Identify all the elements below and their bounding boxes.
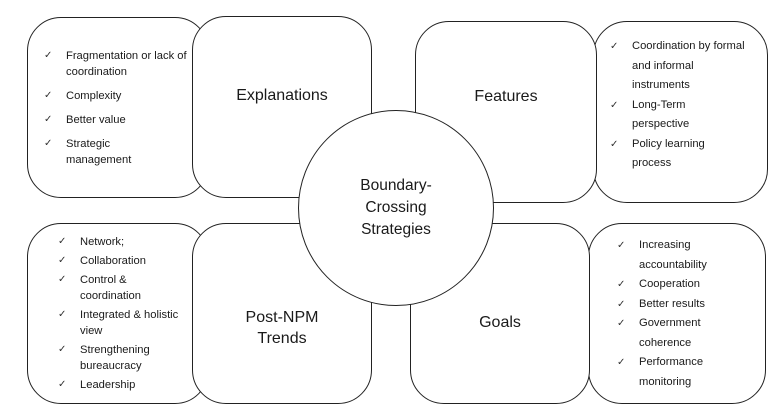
list-item: ✓Fragmentation or lack of coordination: [44, 50, 187, 78]
center-circle: Boundary- Crossing Strategies: [298, 110, 494, 306]
goals-list: ✓Increasing accountability ✓Cooperation …: [613, 236, 757, 392]
check-mark-icon: ✓: [617, 240, 626, 251]
check-mark-icon: ✓: [44, 114, 53, 125]
list-item: ✓Complexity: [44, 90, 122, 102]
list-item: ✓Long-Term perspective: [606, 96, 732, 135]
check-mark-icon: ✓: [610, 99, 619, 111]
check-mark-icon: ✓: [58, 255, 67, 266]
post-npm-list-box: ✓Network; ✓Collaboration ✓Control & coor…: [27, 223, 209, 404]
list-item: ✓Collaboration: [58, 255, 146, 267]
list-item: ✓Control & coordination: [58, 274, 141, 302]
goals-title: Goals: [479, 314, 521, 331]
list-item: ✓Government coherence: [613, 314, 739, 353]
features-list: ✓Coordination by formal and informal ins…: [606, 37, 759, 174]
list-item: ✓Performance monitoring: [613, 353, 739, 392]
check-mark-icon: ✓: [58, 274, 67, 285]
check-mark-icon: ✓: [58, 344, 67, 355]
check-mark-icon: ✓: [58, 379, 67, 390]
features-title: Features: [474, 88, 538, 105]
list-item: ✓Better value: [44, 114, 126, 126]
explanations-list-box: ✓Fragmentation or lack of coordination ✓…: [27, 17, 209, 198]
list-item: ✓Cooperation: [613, 275, 757, 295]
list-item: ✓Network;: [58, 236, 125, 248]
post-npm-list: ✓Network; ✓Collaboration ✓Control & coor…: [54, 234, 198, 393]
check-mark-icon: ✓: [44, 90, 53, 101]
check-mark-icon: ✓: [58, 236, 67, 247]
list-item: ✓Leadership: [58, 379, 136, 391]
check-mark-icon: ✓: [617, 357, 626, 368]
list-item: ✓Increasing accountability: [613, 236, 739, 275]
check-mark-icon: ✓: [610, 41, 619, 52]
check-mark-icon: ✓: [610, 138, 619, 150]
features-list-box: ✓Coordination by formal and informal ins…: [593, 21, 768, 203]
explanations-list: ✓Fragmentation or lack of coordination ✓…: [40, 48, 198, 168]
post-npm-title: Post-NPM Trends: [245, 309, 319, 347]
list-item: ✓Better results: [613, 295, 757, 315]
list-item: ✓Coordination by formal and informal ins…: [606, 37, 752, 96]
list-item: ✓Policy learning process: [606, 135, 742, 174]
list-item: ✓Strengthening bureaucracy: [58, 344, 150, 372]
goals-list-box: ✓Increasing accountability ✓Cooperation …: [588, 223, 766, 404]
check-mark-icon: ✓: [44, 50, 53, 61]
check-mark-icon: ✓: [58, 309, 67, 320]
check-mark-icon: ✓: [617, 298, 626, 310]
check-mark-icon: ✓: [44, 138, 53, 149]
list-item: ✓Strategic management: [44, 138, 132, 166]
check-mark-icon: ✓: [617, 279, 626, 290]
explanations-title: Explanations: [236, 87, 328, 104]
post-npm-box: Post-NPM Trends: [192, 223, 372, 404]
check-mark-icon: ✓: [617, 318, 626, 329]
list-item: ✓Integrated & holistic view: [58, 309, 179, 337]
center-title: Boundary- Crossing Strategies: [360, 177, 432, 238]
